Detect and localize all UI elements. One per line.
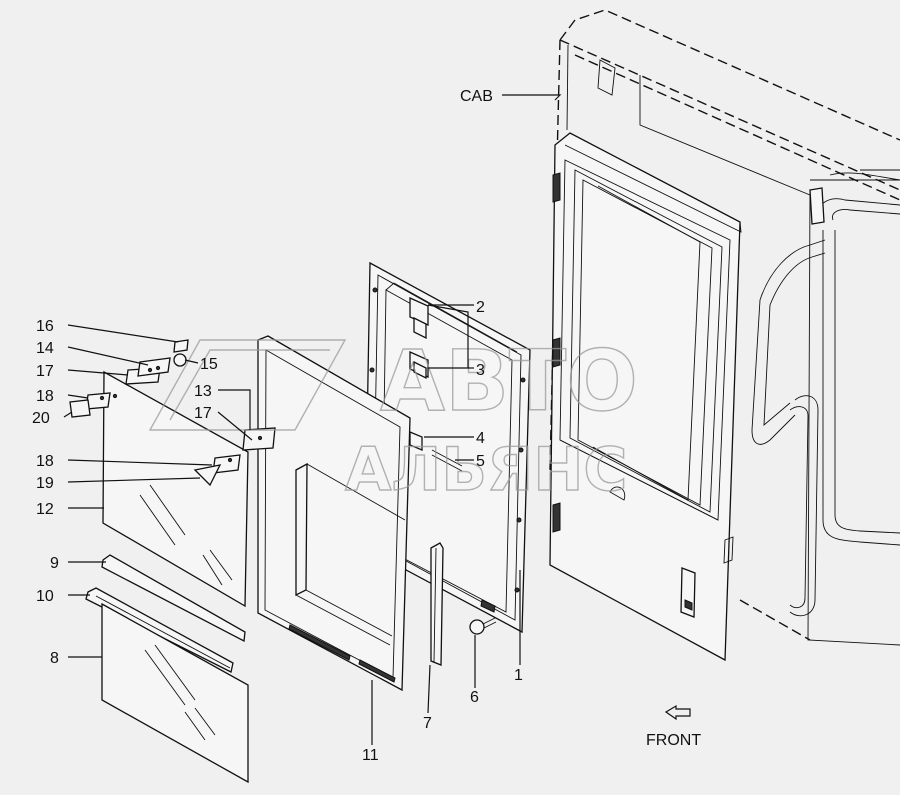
label-part-19: 19 (36, 475, 54, 492)
label-part-5: 5 (476, 453, 485, 470)
label-part-17a: 17 (36, 363, 54, 380)
label-part-11: 11 (362, 747, 379, 764)
part-11-seal (257, 335, 411, 692)
label-part-8: 8 (50, 650, 59, 667)
label-part-12: 12 (36, 501, 54, 518)
label-part-3: 3 (476, 362, 485, 379)
label-part-17b: 17 (194, 405, 212, 422)
leader-lines (63, 94, 562, 745)
label-part-10: 10 (36, 588, 54, 605)
label-part-7: 7 (423, 715, 432, 732)
label-part-20: 20 (32, 410, 50, 427)
label-part-13: 13 (194, 383, 212, 400)
label-cab: CAB (460, 88, 493, 105)
part-7-channel (430, 542, 444, 666)
label-part-9: 9 (50, 555, 59, 572)
latch-parts (409, 296, 463, 472)
label-part-15: 15 (200, 356, 218, 373)
part-6-screw (469, 617, 497, 635)
parts-9-10-strips (85, 554, 246, 673)
part-labels: CAB 2 3 4 5 1 6 7 11 16 14 15 17 18 20 1… (32, 88, 701, 764)
label-part-4: 4 (476, 430, 485, 447)
part-8-lower-glass (101, 602, 249, 784)
cab-body (549, 9, 900, 646)
watermark-line2: АЛЬЯНС (345, 435, 627, 505)
watermark-line1: АВТО (380, 332, 638, 430)
watermark: АВТО АЛЬЯНС (148, 331, 638, 506)
part-12-upper-glass (69, 339, 276, 608)
label-part-18b: 18 (36, 453, 54, 470)
label-part-2: 2 (476, 299, 485, 316)
label-part-14: 14 (36, 340, 54, 357)
label-part-18a: 18 (36, 388, 54, 405)
label-front: FRONT (646, 732, 701, 749)
label-part-6: 6 (470, 689, 479, 706)
front-arrow-icon (664, 704, 691, 721)
label-part-1: 1 (514, 667, 523, 684)
label-part-16: 16 (36, 318, 54, 335)
cab-door (549, 132, 742, 662)
